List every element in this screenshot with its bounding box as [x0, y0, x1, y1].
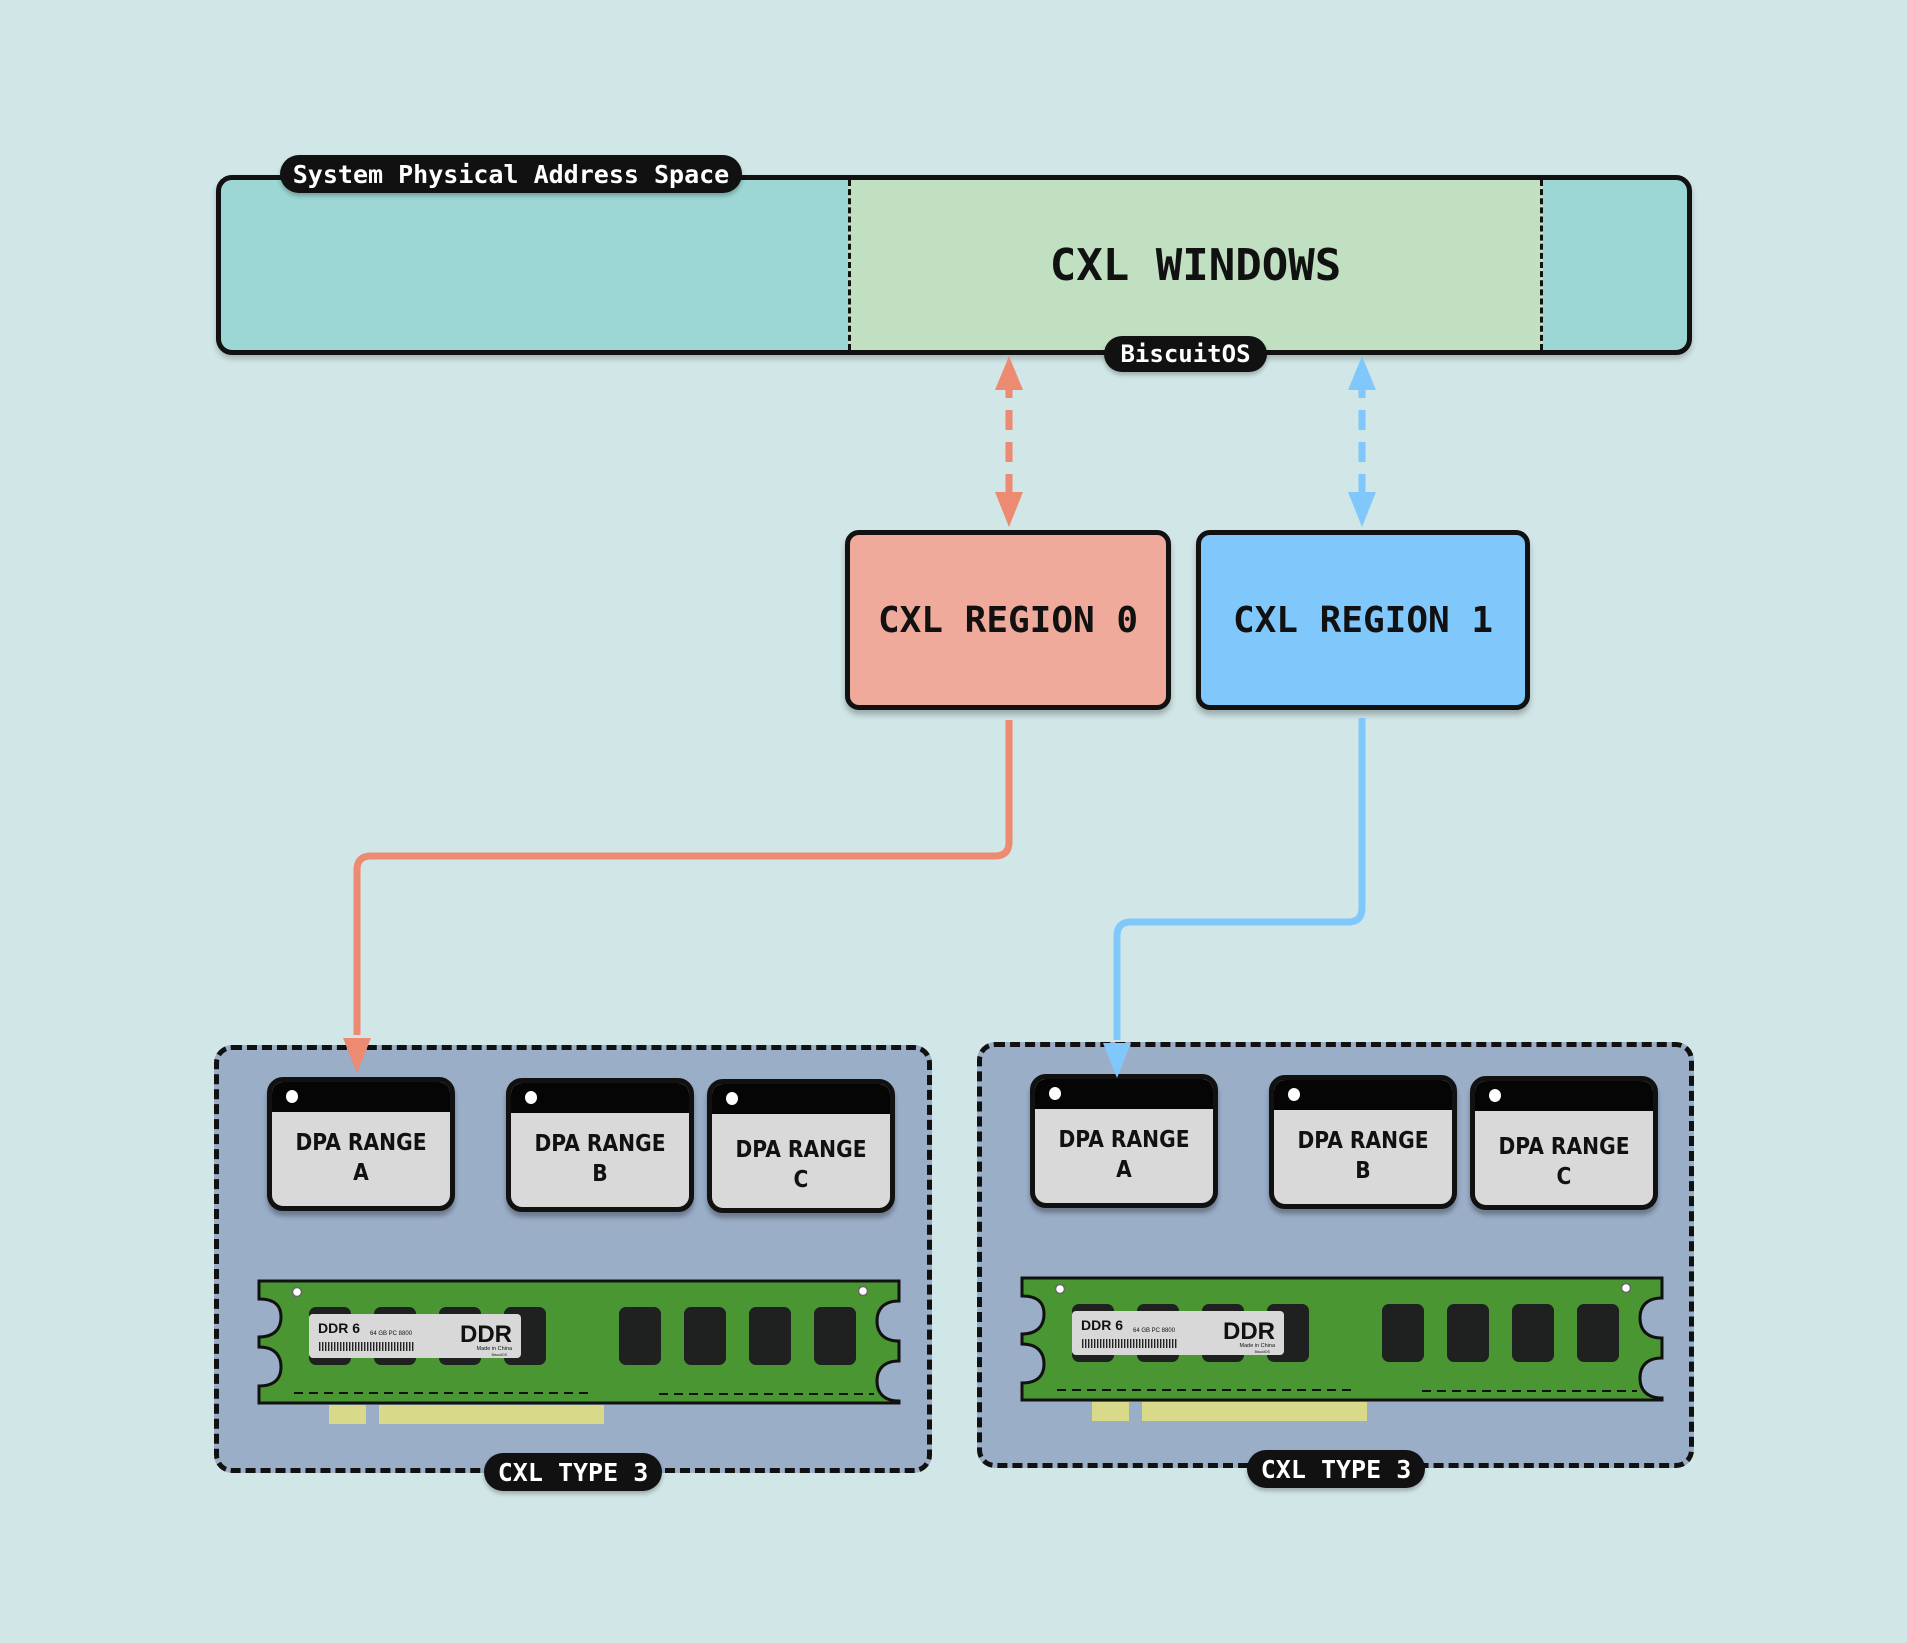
system-physical-address-space: CXL WINDOWS: [216, 175, 1692, 355]
dimm-spec: 64 GB PC 8800: [1133, 1328, 1176, 1334]
arrow-down-icon: [1348, 492, 1376, 527]
arrow-down-icon: [343, 1038, 371, 1073]
card-dot-icon: [1288, 1088, 1300, 1101]
dimm-spec: 64 GB PC 8800: [370, 1331, 413, 1337]
region0-dpa-link: [353, 720, 1013, 1035]
dpa-range-label: DPA RANGE B: [534, 1131, 666, 1187]
dpa-range-a-card: DPA RANGE A: [267, 1077, 455, 1211]
cxl-type3-label-1: CXL TYPE 3: [1247, 1450, 1425, 1488]
dpa-range-label: DPA RANGE A: [1058, 1127, 1190, 1183]
card-header: [1475, 1081, 1653, 1111]
address-space-label: System Physical Address Space: [280, 155, 742, 193]
dimm-brand: DDR: [460, 1321, 512, 1348]
card-header: [1274, 1080, 1452, 1110]
dimm-type: DDR 6: [1081, 1317, 1123, 1333]
dpa-range-b-card: DPA RANGE B: [506, 1078, 694, 1212]
card-header: [272, 1082, 450, 1112]
arrow-down-icon: [995, 492, 1023, 527]
dpa-range-b-card: DPA RANGE B: [1269, 1075, 1457, 1209]
dimm-brand: DDR: [1223, 1318, 1275, 1345]
cxl-region-1: CXL REGION 1: [1196, 530, 1530, 710]
arrow-up-icon: [995, 356, 1023, 390]
card-header: [511, 1083, 689, 1113]
dimm-origin: Made in China: [477, 1346, 513, 1352]
card-dot-icon: [1489, 1089, 1501, 1102]
dpa-range-a-card: DPA RANGE A: [1030, 1074, 1218, 1208]
card-header: [712, 1084, 890, 1114]
cxl-region-0: CXL REGION 0: [845, 530, 1171, 710]
cxl-region-0-label: CXL REGION 0: [877, 599, 1139, 641]
dimm-maker: BiscuitOS: [1255, 1350, 1271, 1354]
arrow-down-icon: [1103, 1043, 1131, 1078]
dimm-maker: BiscuitOS: [492, 1353, 508, 1357]
region1-dpa-link: [1113, 718, 1366, 1040]
card-dot-icon: [286, 1090, 298, 1103]
dimm-origin: Made in China: [1240, 1343, 1276, 1349]
cxl-windows: CXL WINDOWS: [848, 180, 1543, 350]
card-dot-icon: [1049, 1087, 1061, 1100]
cxl-type3-label-0: CXL TYPE 3: [484, 1453, 662, 1491]
biscuitos-watermark: BiscuitOS: [1104, 336, 1267, 372]
dpa-range-label: DPA RANGE C: [1498, 1134, 1630, 1190]
dpa-range-label: DPA RANGE C: [735, 1137, 867, 1193]
arrow-up-icon: [1348, 356, 1376, 390]
cxl-region-1-label: CXL REGION 1: [1232, 599, 1494, 641]
dpa-range-label: DPA RANGE A: [295, 1130, 427, 1186]
cxl-windows-label: CXL WINDOWS: [1049, 239, 1342, 291]
dpa-range-c-card: DPA RANGE C: [1470, 1076, 1658, 1210]
card-header: [1035, 1079, 1213, 1109]
dpa-range-label: DPA RANGE B: [1297, 1128, 1429, 1184]
dimm-type: DDR 6: [318, 1320, 360, 1336]
card-dot-icon: [525, 1091, 537, 1104]
dpa-range-c-card: DPA RANGE C: [707, 1079, 895, 1213]
card-dot-icon: [726, 1092, 738, 1105]
